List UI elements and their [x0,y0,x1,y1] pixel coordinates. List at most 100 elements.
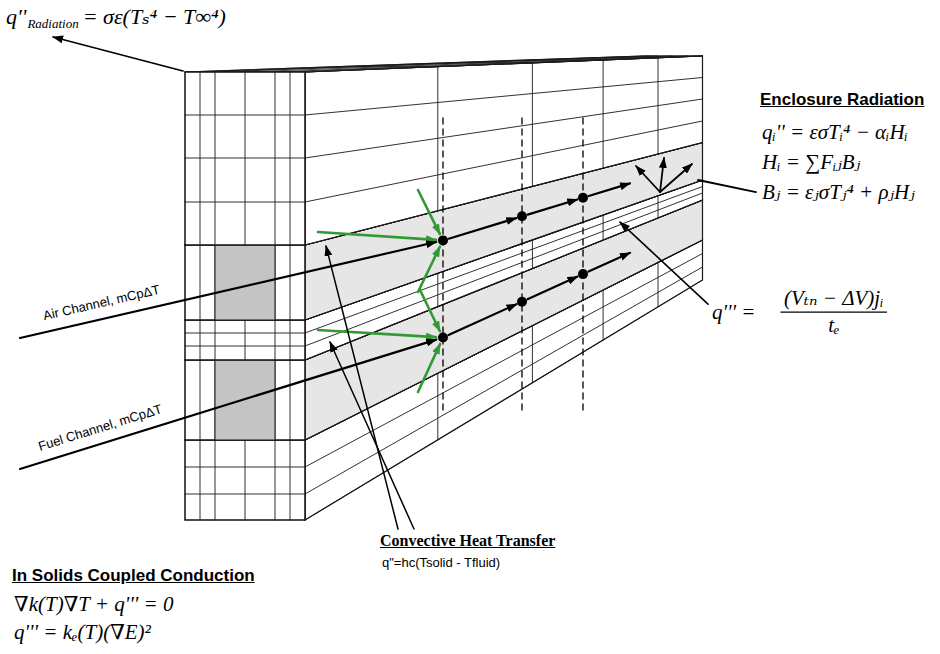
mesh-line [245,440,246,520]
math-symbol: q'' [6,4,26,29]
dashed-section-line [442,118,443,412]
leader-arrow [620,222,708,304]
front-face [185,440,305,520]
section-heading: In Solids Coupled Conduction [12,566,255,586]
mesh-line [532,240,533,269]
mesh-line [245,72,246,245]
mesh-line [437,373,438,440]
leader-arrow [326,246,398,529]
mesh-line [305,440,306,520]
mesh-line [658,262,659,307]
mesh-line [305,56,703,72]
mesh-line [603,215,604,240]
fluid-node-dot [517,297,527,307]
mesh-line [200,245,201,320]
radiation-arrow [660,158,664,192]
mesh-line [215,440,216,520]
mesh-line [338,66,438,67]
mesh-line [290,440,291,520]
formula-text: qᵢ'' = εσTᵢ⁴ − αᵢHᵢ [762,120,908,144]
leader-line [698,180,756,192]
mesh-line [215,72,216,245]
fuel-flow-arrow [528,277,578,300]
mesh-line [245,56,673,72]
mesh-line [275,72,276,245]
mesh-line [215,320,216,360]
air-flow-arrow [528,200,578,215]
mesh-line [702,180,703,200]
cell-mesh [185,56,703,520]
subscript-label: Radiation [27,17,78,32]
fluid-node-dot [438,333,448,343]
fuel-inlet-arrow [20,340,436,469]
formula-text: q''' = [712,300,755,324]
convection-arrow [318,232,436,240]
mesh-line [305,56,703,72]
section-heading: Convective Heat Transfer [380,532,555,550]
formula-text: q''' = kₑ(T)(∇E)² [14,620,151,644]
mesh-line [290,360,291,440]
mesh-line [305,320,306,360]
fluid-node-dot [578,193,588,203]
mesh-line [200,72,201,245]
formula-text: Bⱼ = εⱼσTⱼ⁴ + ρⱼHⱼ [762,180,915,204]
mesh-line [185,72,186,245]
channel-opening [215,245,275,320]
mesh-line [305,99,703,158]
air-flow-arrow [589,183,630,196]
mesh-line [305,78,703,116]
mesh-line [215,56,658,72]
fluid-node-dot [517,211,527,221]
mesh-line [185,440,186,520]
formula-text: = σε(Tₛ⁴ − T∞⁴) [83,4,226,29]
mesh-line [305,360,306,440]
side-face [305,56,703,245]
mesh-line [305,245,306,320]
mesh-line [658,196,659,218]
fluid-node-dot [578,269,588,279]
radiation-arrow [660,164,692,192]
mesh-line [305,121,703,202]
mesh-line [185,245,186,320]
mesh-line [290,245,291,320]
mesh-line [643,56,703,57]
mesh-line [603,60,604,168]
mesh-line [200,360,201,440]
mesh-line [603,290,604,340]
convection-arrow [418,190,440,234]
mesh-line [447,62,533,63]
air-inlet-arrow [20,242,436,338]
mesh-line [305,143,703,246]
dashed-section-line [582,118,583,412]
convection-arrow [420,290,440,331]
convection-arrow [318,330,436,337]
mesh-line [305,320,306,360]
mesh-line [290,72,291,245]
convection-arrow [418,344,440,392]
formula-denominator: tₑ [828,313,839,337]
fraction-bar [781,311,887,312]
mesh-line [702,56,703,143]
mesh-line [275,320,276,360]
flow-overlay [20,37,887,529]
front-face [185,320,305,360]
mesh-line [200,320,201,360]
mesh-line [532,63,533,187]
section-heading: Enclosure Radiation [760,90,924,110]
mesh-line [305,440,306,520]
mesh-line [437,273,438,306]
front-face [185,245,305,320]
top-face [185,56,703,72]
leader-arrow [53,37,183,71]
fuel-flow-arrow [589,253,631,272]
formula-text: Hᵢ = ∑FᵢⱼBⱼ [762,150,860,174]
convection-arrow [418,247,440,292]
mesh-line [532,326,533,383]
fluid-node-dot [438,235,448,245]
leader-arrow [330,342,414,529]
mesh-line [185,360,186,440]
front-face [185,72,305,245]
mesh-line [245,320,246,360]
formula-text: q"=hc(Tsolid - Tfluid) [382,556,500,571]
